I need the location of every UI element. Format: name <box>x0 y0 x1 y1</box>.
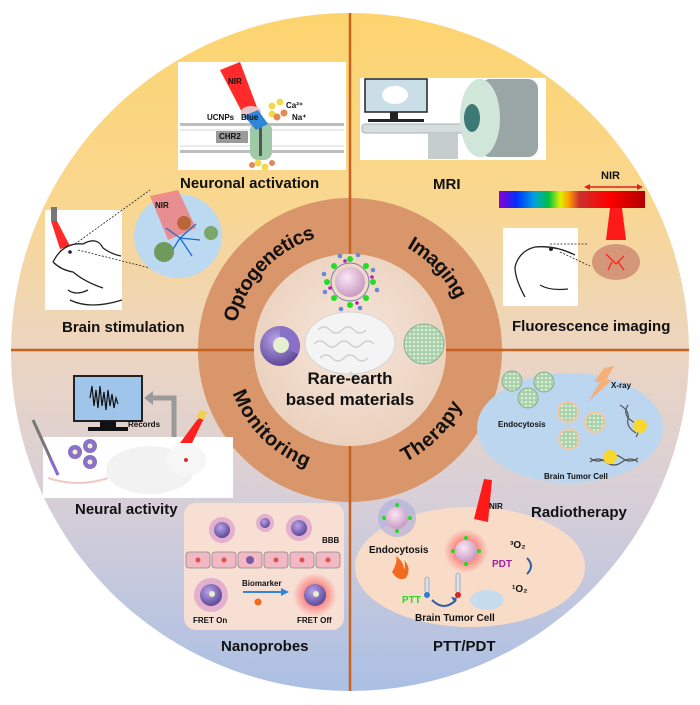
label-triplet-oxygen: ³O₂ <box>510 540 526 551</box>
mri-panel <box>360 78 546 160</box>
curved-arrow-icon <box>431 599 457 607</box>
center-title-line2: based materials <box>285 390 415 409</box>
xray-bolt-icon <box>588 366 614 402</box>
brain-icon <box>304 311 396 379</box>
label-chr2: CHR2 <box>219 132 241 141</box>
caption-brain-stimulation: Brain stimulation <box>62 319 185 336</box>
waveform-icon <box>89 385 119 411</box>
label-fret-off: FRET Off <box>297 616 332 625</box>
nanoprobes-panel <box>184 503 344 630</box>
mouse-outline-icon <box>514 246 576 298</box>
caption-fluorescence-imaging: Fluorescence imaging <box>512 318 671 335</box>
thermometer-hot-icon <box>455 572 461 598</box>
neural-activity-panel <box>31 375 233 498</box>
label-nir-ptt: NIR <box>489 502 503 511</box>
label-singlet-oxygen: ¹O₂ <box>512 584 528 595</box>
mitochondrion-icon <box>470 590 504 610</box>
caption-radiotherapy: Radiotherapy <box>531 504 627 521</box>
monitor-icon <box>73 375 143 422</box>
functionalized-nanoparticle-icon <box>321 252 380 312</box>
biomarker-icon <box>254 598 262 606</box>
label-records: Records <box>128 420 161 429</box>
thermometer-cold-icon <box>424 576 430 598</box>
brain-icon <box>592 244 640 280</box>
label-endocytosis-radio: Endocytosis <box>498 420 546 429</box>
caption-nanoprobes: Nanoprobes <box>221 638 309 655</box>
caption-ptt-pdt: PTT/PDT <box>433 638 496 655</box>
label-nir-fluorescence: NIR <box>601 170 620 182</box>
center-title: Rare-earth based materials <box>250 368 450 410</box>
label-blue: Blue <box>241 113 259 122</box>
fluorescence-panel <box>499 184 645 306</box>
nir-beam-icon <box>220 62 258 116</box>
brain-stimulation-panel <box>45 189 222 310</box>
caption-mri: MRI <box>433 176 461 193</box>
nanoparticle-icon <box>455 540 477 562</box>
spectrum-bar <box>499 191 645 208</box>
label-xray: X-ray <box>611 381 632 390</box>
label-ucnps: UCNPs <box>207 113 235 122</box>
radiotherapy-panel <box>477 366 663 483</box>
label-bbb: BBB <box>322 536 340 545</box>
label-fret-on: FRET On <box>193 616 228 625</box>
label-biomarker: Biomarker <box>242 579 282 588</box>
label-ptt: PTT <box>402 595 421 606</box>
flame-icon <box>392 556 409 580</box>
label-brain-tumor-cell-radio: Brain Tumor Cell <box>544 472 608 481</box>
label-calcium: Ca²⁺ <box>286 101 304 110</box>
ptt-pdt-panel <box>355 479 585 627</box>
mouse-outline-icon <box>52 240 123 306</box>
label-nir: NIR <box>228 77 242 86</box>
label-endocytosis-ptt: Endocytosis <box>369 545 429 556</box>
chr2-label-box <box>216 131 248 143</box>
caption-neural-activity: Neural activity <box>75 501 178 518</box>
label-pdt: PDT <box>492 559 512 570</box>
label-sodium: Na⁺ <box>292 113 307 122</box>
core-shell-nanoparticle-icon <box>260 326 300 366</box>
nir-beam-icon <box>474 479 492 522</box>
nanoparticle-icon <box>386 507 408 529</box>
center-title-line1: Rare-earth <box>307 369 393 388</box>
label-brain-tumor-cell-ptt: Brain Tumor Cell <box>415 613 495 624</box>
blue-light-icon <box>244 110 268 130</box>
curved-arrow-icon <box>526 557 532 575</box>
neuronal-activation-panel <box>178 62 346 171</box>
caption-neuronal-activation: Neuronal activation <box>180 175 320 192</box>
label-nir-stimulation: NIR <box>155 201 169 210</box>
nanosphere-icon <box>403 323 445 365</box>
